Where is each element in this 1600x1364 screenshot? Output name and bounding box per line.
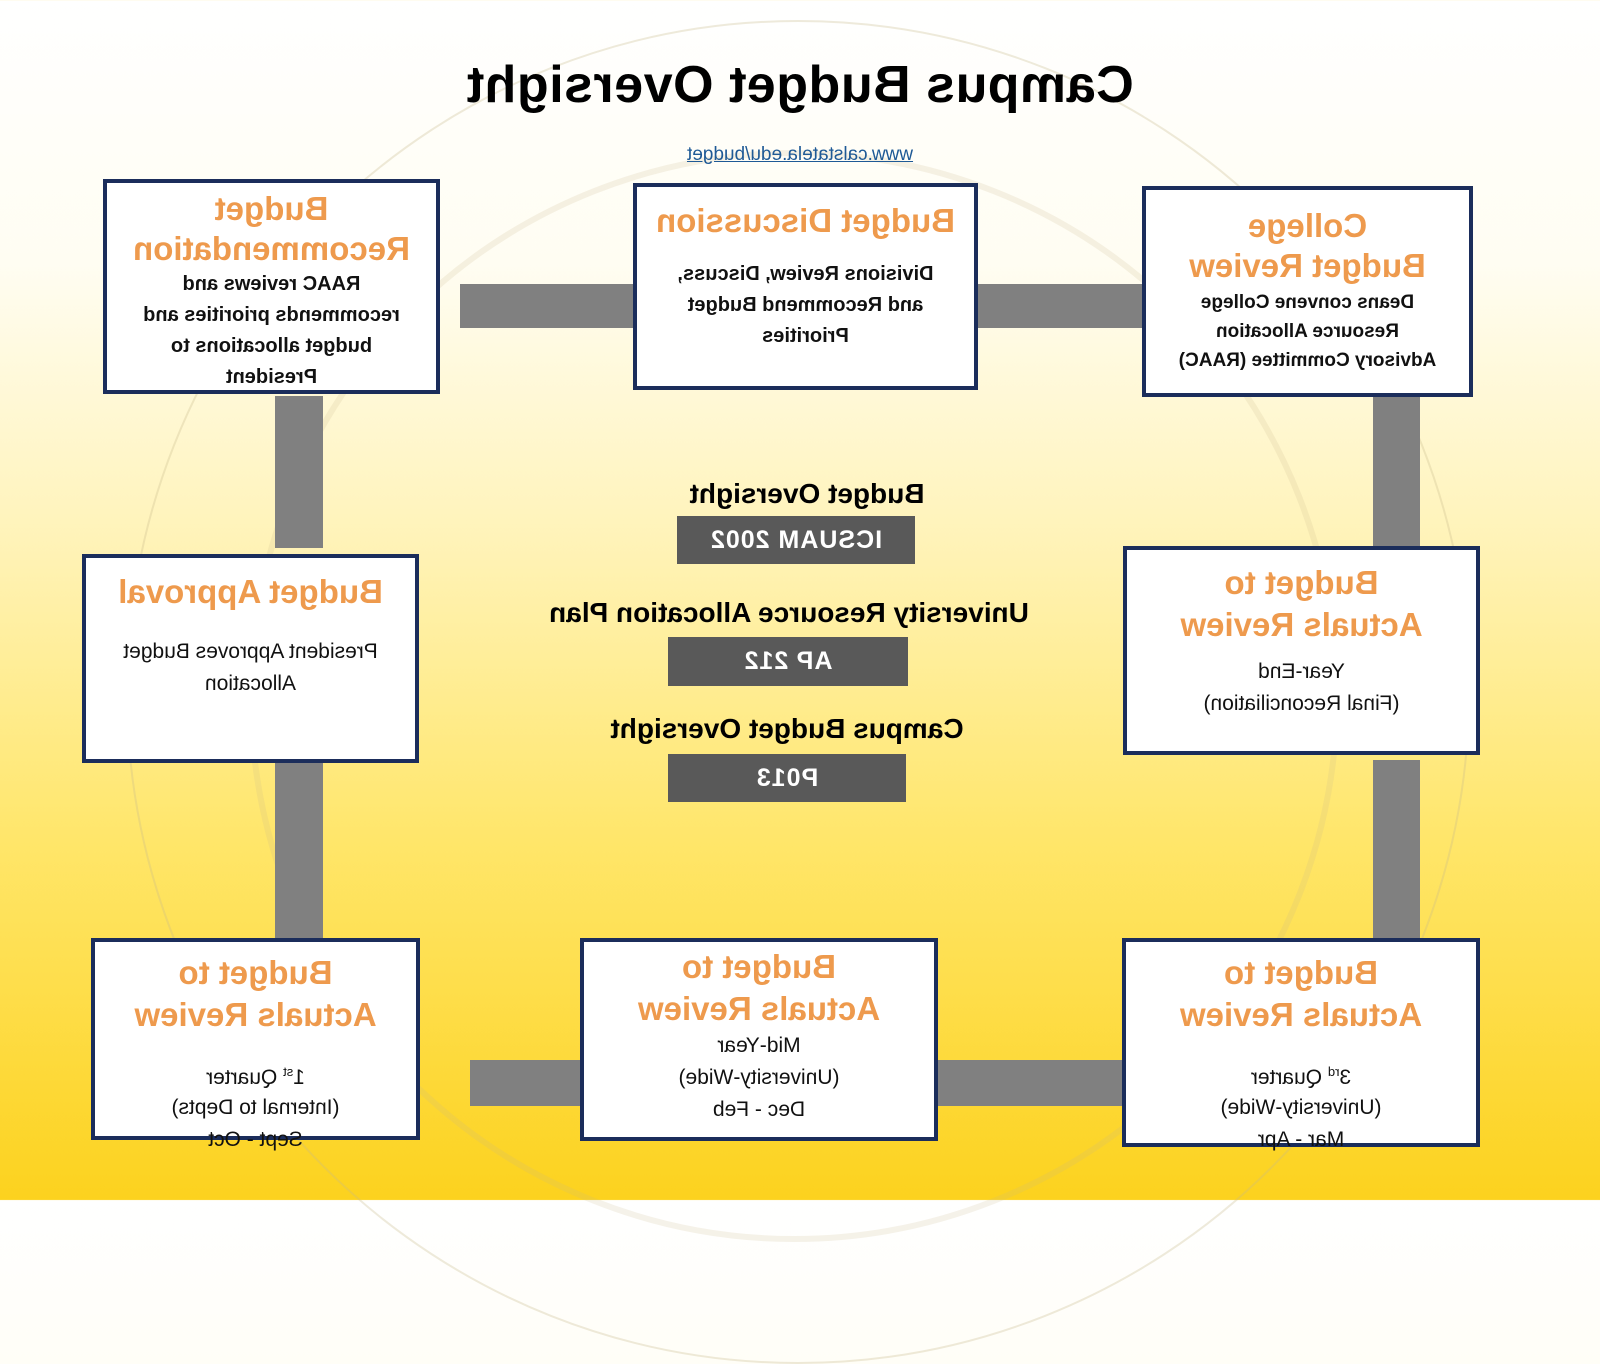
quarter-number: 3: [1339, 1066, 1352, 1089]
step-description: (Internal to Depts) Sept - Oct: [171, 1096, 340, 1151]
step-budget-recommendation: Budget Recommendation RAAC reviews and r…: [103, 179, 440, 394]
policy-label: Campus Budget Oversight: [610, 713, 964, 744]
step-title: Budget Discussion: [656, 202, 955, 239]
connector-approval-first-quarter: [1373, 760, 1420, 940]
step-title: College Budget Review: [1189, 207, 1426, 284]
page-title: Campus Budget Oversight: [466, 56, 1134, 114]
step-mid-year-review: Budget to Actuals Review Mid-Year (Unive…: [580, 938, 938, 1141]
step-description: Mid-Year (University-Wide) Dec - Feb: [678, 1034, 840, 1121]
policy-code-badge: P013: [668, 754, 906, 802]
step-first-quarter-review: Budget to Actuals Review 1st Quarter (In…: [91, 938, 420, 1151]
step-description: RAAC reviews and recommends priorities a…: [143, 273, 400, 388]
policy-label: University Resource Allocation Plan: [549, 597, 1029, 628]
step-description: Deans convene College Resource Allocatio…: [1178, 292, 1437, 371]
quarter-word: Quarter: [206, 1066, 284, 1089]
connector-recommendation-approval: [1373, 393, 1420, 555]
quarter-word: Quarter: [1250, 1066, 1328, 1089]
step-description: (University-Wide) Mar - Apr: [1220, 1096, 1382, 1151]
policy-label: Budget Oversight: [689, 478, 925, 509]
policy-code-badge: ICSUAM 2002: [677, 516, 915, 564]
step-title: Budget to Actuals Review: [637, 948, 881, 1027]
budget-cycle-diagram: Campus Budget Oversight www.calstatela.e…: [82, 20, 1480, 1364]
quarter-suffix: rd: [1327, 1064, 1340, 1079]
step-description: President Approves Budget Allocation: [123, 640, 378, 695]
step-title: Budget to Actuals Review: [1179, 954, 1423, 1033]
step-college-budget-review: College Budget Review Deans convene Coll…: [1142, 186, 1473, 397]
connector-college-year-end: [275, 396, 323, 548]
quarter-number: 1: [293, 1066, 305, 1089]
step-budget-discussion: Budget Discussion Divisions Review, Disc…: [633, 183, 978, 390]
step-third-quarter-review: Budget to Actuals Review 3rd Quarter (Un…: [1122, 938, 1480, 1151]
budget-url-link[interactable]: www.calstatela.edu/budget: [686, 144, 914, 165]
step-title: Budget to Actuals Review: [134, 954, 377, 1033]
step-description: Year-End (Final Reconciliation): [1203, 660, 1400, 715]
policy-code-badge: AP 212: [668, 637, 908, 686]
step-title: Budget Recommendation: [133, 190, 410, 267]
quarter-suffix: st: [283, 1064, 294, 1079]
step-description: Divisions Review, Discuss, and Recommend…: [677, 263, 934, 347]
quarter-label: 3rd Quarter: [1126, 1036, 1476, 1092]
quarter-label: 1st Quarter: [95, 1036, 416, 1092]
connector-year-end-third-quarter: [275, 752, 323, 940]
